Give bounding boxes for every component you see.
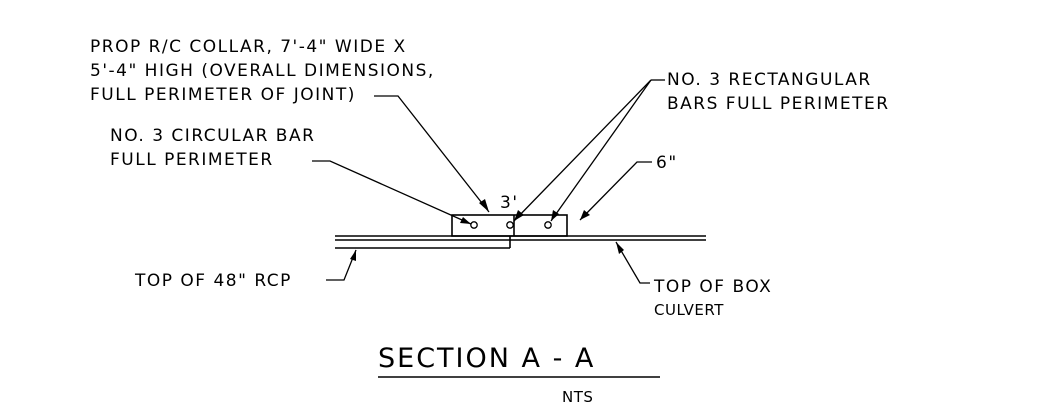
culvert-note-line-1: TOP OF BOX — [653, 277, 772, 297]
culvert-leader — [615, 241, 650, 284]
circular-bar-leader — [312, 160, 472, 225]
collar-outline — [451, 214, 568, 237]
circular-bar-note-line-1: NO. 3 CIRCULAR BAR — [110, 126, 315, 146]
rect-bars-arrowhead-a — [514, 210, 524, 221]
circular-bar-note-line-2: FULL PERIMETER — [110, 150, 274, 170]
culvert-note-line-2: CULVERT — [654, 301, 724, 319]
rect-bars-leader-b — [550, 79, 652, 222]
rc-collar — [451, 214, 568, 237]
collar-note-line-1: PROP R/C COLLAR, 7'-4" WIDE X — [90, 37, 407, 57]
collar-leader — [374, 95, 490, 213]
thickness-arrowhead — [580, 210, 590, 220]
rect-bars-note-line-2: BARS FULL PERIMETER — [667, 94, 890, 114]
rcp-leader — [326, 249, 357, 281]
annotation-text: PROP R/C COLLAR, 7'-4" WIDE X 5'-4" HIGH… — [90, 37, 890, 319]
collar-note-line-2: 5'-4" HIGH (OVERALL DIMENSIONS, — [90, 61, 435, 81]
thickness-leader — [579, 161, 652, 221]
culvert-arrowhead — [616, 242, 624, 254]
circular-bar-marker — [470, 221, 478, 229]
leader-lines — [312, 79, 665, 284]
circular-bar-arrowhead — [460, 217, 471, 224]
collar-thickness-dimension: 6" — [656, 153, 678, 173]
rect-bar-marker-right — [544, 221, 552, 229]
rect-bar-marker-left — [506, 221, 514, 229]
rcp-note: TOP OF 48" RCP — [134, 271, 292, 291]
collar-arrowhead — [479, 199, 489, 212]
rect-bars-leader-a — [513, 79, 652, 222]
section-title: SECTION A - A — [378, 343, 595, 374]
section-scale-note: NTS — [562, 388, 593, 406]
rect-bars-note-line-1: NO. 3 RECTANGULAR — [667, 70, 872, 90]
collar-width-dimension: 3' — [500, 193, 519, 213]
rect-bars-arrowhead-b — [551, 210, 559, 221]
rcp-arrowhead — [350, 250, 356, 261]
pipe-and-culvert-lines — [335, 235, 706, 249]
section-title-block: SECTION A - A NTS — [378, 343, 660, 406]
collar-note-line-3: FULL PERIMETER OF JOINT) — [90, 85, 356, 105]
